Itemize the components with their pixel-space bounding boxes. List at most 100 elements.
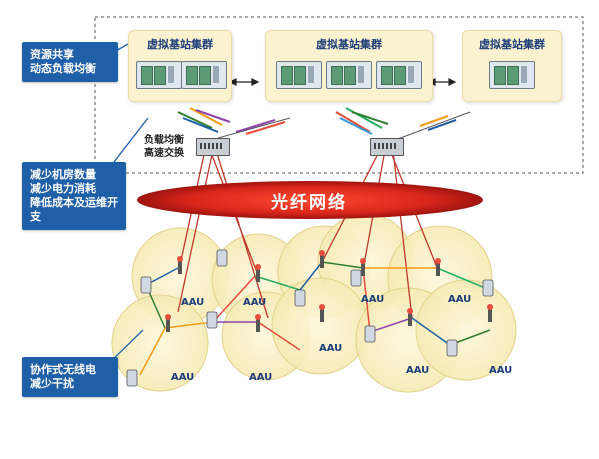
server-rack-icon xyxy=(326,61,372,89)
mobile-phone-icon xyxy=(206,311,218,329)
antenna-icon xyxy=(320,308,324,322)
virtual-bs-cluster-1: 虚拟基站集群 xyxy=(128,30,232,102)
flow-arrow xyxy=(177,111,213,129)
switch-icon xyxy=(196,138,230,156)
flow-arrow xyxy=(182,117,219,133)
coverage-cells xyxy=(111,213,517,393)
callout-line: 动态负载均衡 xyxy=(30,62,96,75)
flow-line xyxy=(217,117,291,139)
mobile-phone-icon xyxy=(350,269,362,287)
aau-label: AAU xyxy=(249,372,273,383)
fiber-network-label: 光纤网络 xyxy=(271,193,347,213)
aau-label: AAU xyxy=(489,365,513,376)
server-rack-icon xyxy=(276,61,322,89)
wireless-link xyxy=(254,275,301,291)
fiber-link xyxy=(177,149,214,313)
callout-line: 减少干扰 xyxy=(30,377,74,390)
antenna-icon-tip xyxy=(255,314,261,320)
flow-arrow xyxy=(339,117,373,135)
callout-line: 资源共享 xyxy=(30,48,74,61)
mobile-phone-icon xyxy=(482,279,494,297)
antenna-icon xyxy=(408,312,412,326)
wireless-link xyxy=(321,261,364,269)
aau-label: AAU xyxy=(171,372,195,383)
mobile-phone-icon xyxy=(140,276,152,294)
virtual-bs-cluster-3: 虚拟基站集群 xyxy=(462,30,562,102)
datacenter-frame xyxy=(94,16,584,174)
wireless-link xyxy=(369,317,413,333)
fiber-link xyxy=(215,149,269,319)
mobile-phone-icon xyxy=(126,369,138,387)
callout-line: 降低成本及运维开支 xyxy=(30,196,118,223)
switch-icon xyxy=(370,138,404,156)
antenna-icon xyxy=(256,318,260,332)
antenna-icon xyxy=(361,262,365,276)
aau-label: AAU xyxy=(448,294,472,305)
fiber-network-ellipse xyxy=(137,181,483,219)
antenna-icon-tip xyxy=(319,250,325,256)
aau-label: AAU xyxy=(181,297,205,308)
load-balance-label: 负载均衡 高速交换 xyxy=(144,134,184,160)
flow-arrow xyxy=(419,115,449,127)
server-rack-icon xyxy=(181,61,227,89)
server-rack-icon xyxy=(489,61,535,89)
antenna-icon-tip xyxy=(255,264,261,270)
label-line: 高速交换 xyxy=(144,148,184,159)
mobile-phone-icon xyxy=(294,289,306,307)
aau-label: AAU xyxy=(406,365,430,376)
callout-line: 协作式无线电 xyxy=(30,363,96,376)
antenna-icon-tip xyxy=(407,308,413,314)
wireless-link xyxy=(411,317,451,346)
coverage-cell xyxy=(111,294,209,392)
wireless-link xyxy=(436,267,491,291)
cluster-title: 虚拟基站集群 xyxy=(316,38,382,51)
antenna-icon xyxy=(320,254,324,268)
callout-resource-sharing: 资源共享 动态负载均衡 xyxy=(22,42,118,82)
wireless-links xyxy=(139,261,491,376)
flow-arrow xyxy=(235,119,276,133)
antenna-icon-tip xyxy=(435,258,441,264)
flow-line xyxy=(394,111,471,141)
callout-line: 减少机房数量 xyxy=(30,168,96,181)
fiber-link xyxy=(392,149,413,319)
server-rack-icon xyxy=(376,61,422,89)
aau-label: AAU xyxy=(243,297,267,308)
flow-arrow xyxy=(189,107,223,126)
antenna-icon-tip xyxy=(177,256,183,262)
cluster-title: 虚拟基站集群 xyxy=(147,38,213,51)
antenna-icon xyxy=(256,268,260,282)
wireless-link xyxy=(164,321,214,329)
flow-arrow xyxy=(345,107,383,129)
wireless-link xyxy=(139,327,166,376)
mobile-phone-icon xyxy=(446,339,458,357)
antenna-icon-tip xyxy=(360,258,366,264)
antenna-icon-tip xyxy=(165,314,171,320)
antenna-icon-tip xyxy=(487,304,493,310)
server-rack-icon xyxy=(136,61,182,89)
cell-devices xyxy=(126,249,494,387)
antenna-icon xyxy=(436,262,440,276)
callout-reduce-cost: 减少机房数量 减少电力消耗 降低成本及运维开支 xyxy=(22,162,126,230)
callout-cooperative-radio: 协作式无线电 减少干扰 xyxy=(22,357,118,397)
wireless-link xyxy=(212,275,256,323)
mobile-phone-icon xyxy=(364,325,376,343)
aau-label: AAU xyxy=(361,294,385,305)
flow-arrow xyxy=(351,111,389,125)
wireless-link xyxy=(257,321,301,351)
antenna-icon xyxy=(178,260,182,274)
antenna-icon xyxy=(488,308,492,322)
label-line: 负载均衡 xyxy=(144,135,184,146)
mobile-phone-icon xyxy=(216,249,228,267)
aau-label: AAU xyxy=(319,343,343,354)
coverage-cell xyxy=(271,277,369,375)
flow-arrow xyxy=(335,111,371,133)
wireless-link xyxy=(362,267,371,333)
cluster-title: 虚拟基站集群 xyxy=(479,38,545,51)
callout-line: 减少电力消耗 xyxy=(30,182,96,195)
data-flow-arrows xyxy=(177,107,471,141)
wireless-link xyxy=(299,261,323,291)
flow-arrow xyxy=(195,109,231,123)
flow-arrow xyxy=(245,121,286,135)
